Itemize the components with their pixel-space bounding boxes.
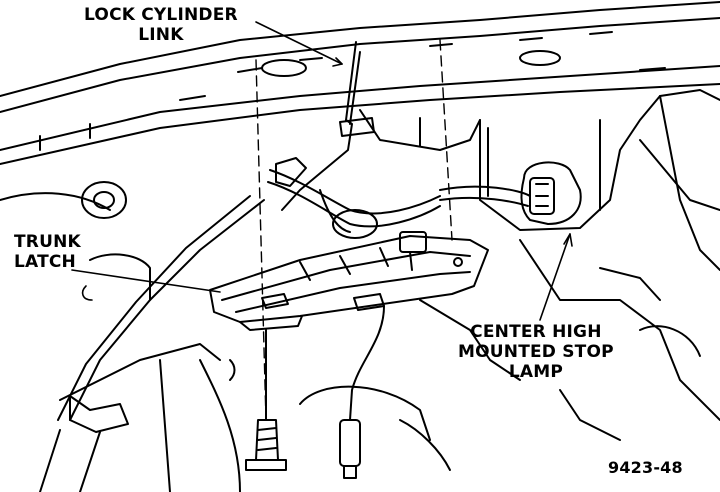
inner-trunk-panel [359, 89, 720, 441]
label-trunk-latch: TRUNK LATCH [14, 232, 81, 272]
label-stop-lamp-line-2: MOUNTED STOP [458, 342, 614, 362]
label-center-high-mounted-stop-lamp: CENTER HIGH MOUNTED STOP LAMP [458, 322, 614, 382]
package-shelf-panel [0, 1, 720, 165]
label-stop-lamp-line-1: CENTER HIGH [470, 322, 602, 342]
leader-lines [71, 21, 573, 321]
trunk-latch-body [209, 231, 489, 331]
label-trunk-latch-line-2: LATCH [14, 252, 76, 272]
leader-lock-cylinder-link [255, 21, 343, 65]
lock-cylinder-link-rod [281, 41, 375, 211]
leader-trunk-latch [71, 269, 221, 293]
stop-lamp-assembly [439, 161, 582, 225]
wiring-harness [57, 157, 441, 421]
label-lock-cylinder-link: LOCK CYLINDER LINK [84, 5, 238, 45]
lower-body-structure [0, 181, 521, 492]
label-stop-lamp-line-3: LAMP [508, 362, 563, 382]
figure-number: 9423-48 [608, 458, 683, 477]
label-lock-cylinder-link-line-1: LOCK CYLINDER [84, 5, 238, 25]
leader-stop-lamp [539, 233, 571, 321]
alignment-dashed-lines [255, 39, 453, 421]
label-lock-cylinder-link-line-2: LINK [138, 25, 184, 45]
label-trunk-latch-line-1: TRUNK [14, 232, 81, 252]
